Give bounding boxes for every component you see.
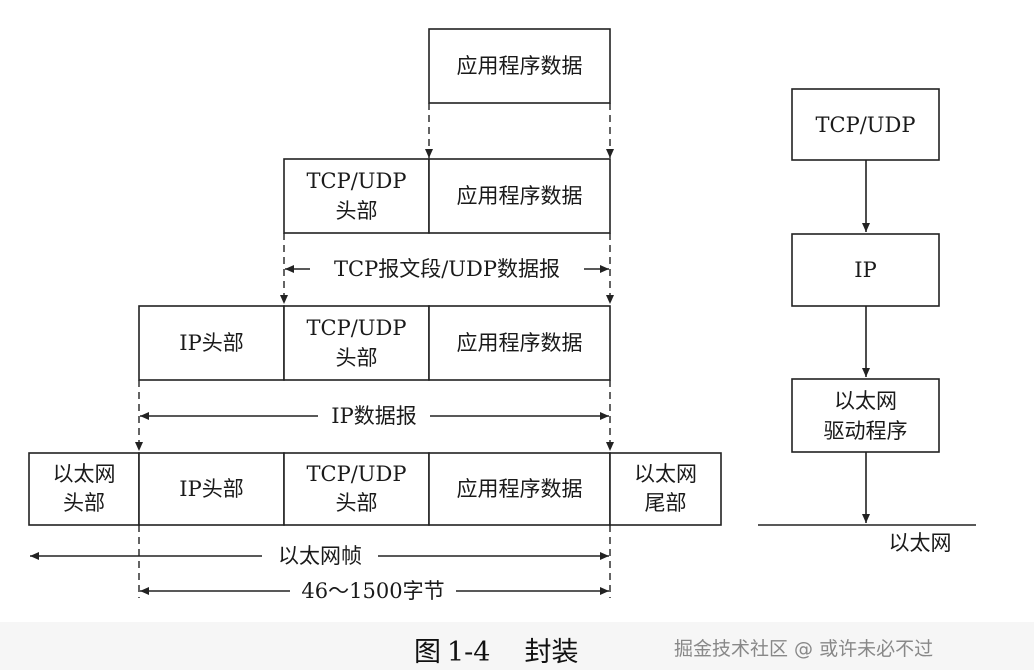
app-data-label-row3: 应用程序数据 [457,331,583,355]
caption-figure-label: 图 [414,637,441,668]
watermark: 掘金技术社区 @ 或许未必不过 [674,638,934,660]
tcp-udp-header-box-row2 [283,158,430,234]
eth-trailer-label-line2: 尾部 [645,491,687,515]
stack-driver-label-line2: 驱动程序 [824,419,908,443]
tcp-udp-header-label-line1: TCP/UDP [307,169,407,193]
eth-header-label-line1: 以太网 [53,462,116,486]
segment-span-label: TCP报文段/UDP数据报 [334,257,560,281]
app-data-box-row4 [428,452,611,526]
stack-driver-box [791,378,940,453]
payload-span-label: 46～1500字节 [301,579,444,603]
ethernet-medium-label: 以太网 [889,531,952,555]
app-data-box-row3 [428,305,611,381]
tcp-udp-header-label-line2: 头部 [336,199,378,223]
tcp-udp-header-label-line1: TCP/UDP [307,462,407,486]
diagram-canvas: 应用程序数据 TCP/UDP 头部 应用程序数据 TCP报文段/UDP数据报 I… [28,28,976,603]
ip-datagram-span-label: IP数据报 [331,404,416,428]
ip-header-label-row3: IP头部 [179,331,243,355]
app-data-box-row1 [428,28,611,104]
tcp-udp-header-label-line2: 头部 [336,346,378,370]
app-data-label-row2: 应用程序数据 [457,184,583,208]
encapsulation-diagram: 应用程序数据 TCP/UDP 头部 应用程序数据 TCP报文段/UDP数据报 I… [28,28,976,603]
app-data-box-row2 [428,158,611,234]
caption-title: 封装 [524,637,579,668]
app-data-label-row4: 应用程序数据 [457,477,583,501]
stack-tcp-udp-box [791,88,940,161]
stack-tcp-udp-label: TCP/UDP [816,113,916,137]
stack-driver-label-line1: 以太网 [834,389,897,413]
ip-header-box-row3 [138,305,285,381]
stack-ip-label: IP [854,258,876,282]
eth-trailer-box [609,452,722,526]
tcp-udp-header-box-row3 [283,305,430,381]
ip-header-box-row4 [138,452,285,526]
frame-span-label: 以太网帧 [278,544,362,568]
eth-header-label-line2: 头部 [63,491,105,515]
stack-ip-box [791,233,940,307]
tcp-udp-header-label-line1: TCP/UDP [307,316,407,340]
eth-trailer-label-line1: 以太网 [634,462,697,486]
app-data-label-row1: 应用程序数据 [457,54,583,78]
tcp-udp-header-box-row4 [283,452,430,526]
tcp-udp-header-label-line2: 头部 [336,491,378,515]
ip-header-label-row4: IP头部 [179,477,243,501]
caption-figure-number: 1-4 [447,637,491,668]
eth-header-box [28,452,140,526]
